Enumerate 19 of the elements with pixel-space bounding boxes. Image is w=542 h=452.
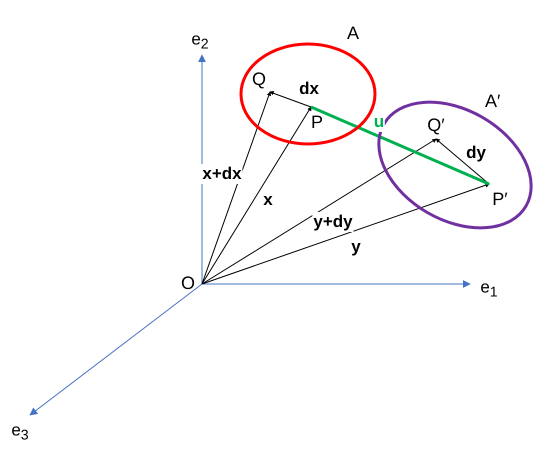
point-label: Q′ bbox=[426, 114, 446, 136]
axis-label: e$_{2}$ bbox=[191, 29, 209, 55]
point-label: O bbox=[180, 272, 196, 294]
axis-label: e$_{1}$ bbox=[480, 277, 498, 303]
vector-label: y+dy bbox=[312, 212, 354, 232]
axis-label: e$_{3}$ bbox=[11, 420, 29, 446]
vector-arrow bbox=[202, 106, 312, 284]
point-label: P bbox=[310, 111, 324, 133]
vector-label: x+dx bbox=[201, 164, 243, 184]
vector-arrow bbox=[202, 91, 272, 284]
point-label: Q bbox=[250, 68, 267, 90]
vector-arrow bbox=[269, 90, 312, 108]
vector-arrow bbox=[202, 183, 490, 284]
point-label: P′ bbox=[491, 188, 509, 210]
vector-arrow bbox=[202, 138, 437, 284]
region-label: A bbox=[347, 22, 360, 44]
vector-arrow bbox=[310, 106, 490, 186]
vector-label: dy bbox=[465, 143, 487, 163]
region-label: A′ bbox=[485, 90, 500, 112]
